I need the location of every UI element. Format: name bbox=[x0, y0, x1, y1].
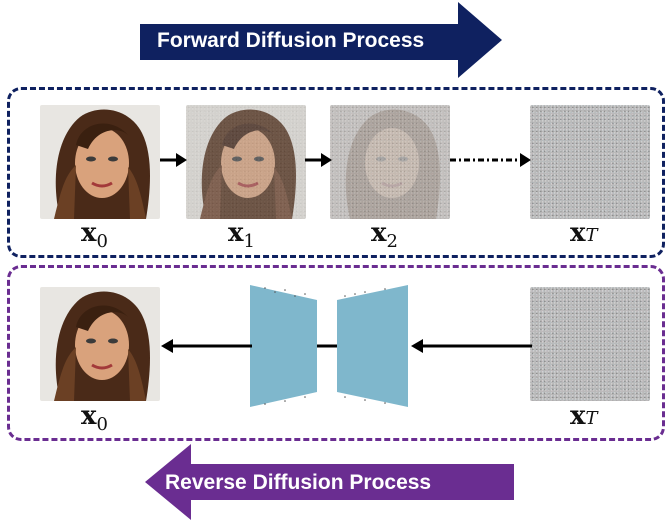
forward-step-arrow-2 bbox=[305, 153, 332, 167]
label-xT-reverse: xT bbox=[570, 401, 598, 431]
noise-image-xT bbox=[530, 105, 650, 219]
forward-process-arrow bbox=[140, 2, 502, 78]
label-x1: x1 bbox=[228, 218, 255, 253]
face-image-x2 bbox=[330, 105, 450, 219]
forward-dotted-arrow bbox=[450, 153, 531, 167]
label-x0-reverse: x0 bbox=[81, 401, 108, 436]
face-image-x0 bbox=[40, 105, 160, 219]
forward-step-arrow-1 bbox=[160, 153, 187, 167]
reverse-arrow-out-of-network bbox=[161, 339, 252, 353]
denoising-network bbox=[250, 285, 408, 407]
face-image-x0-reverse bbox=[40, 287, 160, 401]
noise-image-xT-reverse bbox=[530, 287, 650, 401]
label-xT-forward: xT bbox=[570, 218, 598, 248]
label-x0-forward: x0 bbox=[81, 218, 108, 253]
forward-process-label: Forward Diffusion Process bbox=[157, 29, 425, 52]
reverse-process-frame bbox=[7, 265, 665, 441]
forward-process-frame bbox=[7, 87, 665, 258]
reverse-process-label: Reverse Diffusion Process bbox=[165, 471, 432, 494]
reverse-arrow-into-network bbox=[411, 339, 532, 353]
reverse-process-arrow bbox=[145, 444, 514, 520]
face-image-x1 bbox=[186, 105, 306, 219]
label-x2: x2 bbox=[371, 218, 398, 253]
